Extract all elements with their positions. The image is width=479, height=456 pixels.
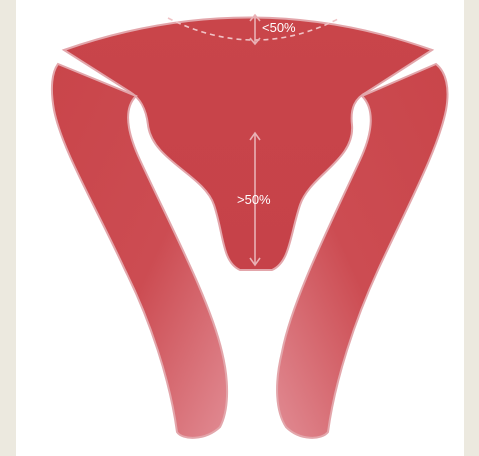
top-depth-label: <50% [262,20,296,35]
septum-depth-label: >50% [237,192,271,207]
